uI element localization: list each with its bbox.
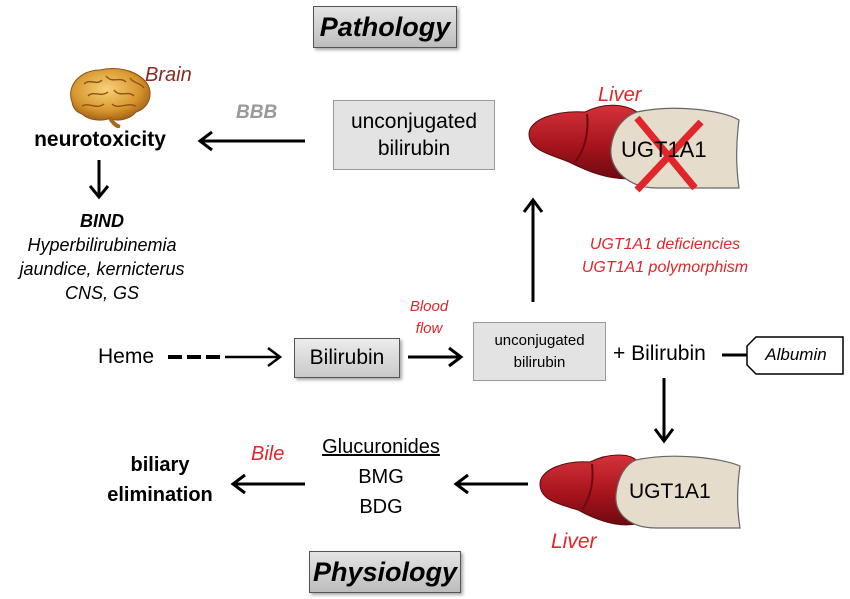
- bilirubin-box: Bilirubin: [294, 338, 400, 378]
- liver-pathology-icon: [528, 104, 740, 193]
- physiology-heading: Physiology: [309, 551, 461, 593]
- enzyme-pathology-label: UGT1A1: [621, 137, 707, 162]
- pathology-unconjugated-box: unconjugated bilirubin: [333, 100, 495, 170]
- polymorphism-label: UGT1A1 polymorphism: [581, 259, 749, 276]
- enzyme-physiology-label: UGT1A1: [629, 480, 711, 503]
- bmg-label: BMG: [358, 466, 404, 488]
- neurotoxicity-label: neurotoxicity: [34, 128, 166, 151]
- bind-item-jaundice: jaundice, kernicterus: [19, 259, 185, 279]
- glucuronides-label: Glucuronides: [322, 436, 440, 458]
- bbb-label: BBB: [236, 102, 278, 123]
- albumin-tag: [746, 336, 844, 375]
- liver-pathology-label: Liver: [598, 84, 642, 106]
- liver-physiology-icon: [539, 454, 741, 529]
- blood-flow-label: Blood flow: [409, 298, 449, 337]
- bind-title: BIND: [80, 211, 124, 231]
- bind-item-cns: CNS, GS: [64, 283, 139, 303]
- bdg-label: BDG: [359, 496, 403, 518]
- brain-label: Brain: [145, 64, 192, 86]
- brain-icon: [70, 68, 151, 128]
- pathology-heading: Pathology: [313, 6, 457, 48]
- albumin-label: Albumin: [765, 345, 827, 364]
- dashed-arrow-heme: [168, 347, 283, 367]
- plus-bilirubin-label: + Bilirubin: [613, 342, 706, 365]
- middle-unconjugated-box: unconjugated bilirubin: [473, 322, 606, 381]
- liver-physiology-label: Liver: [551, 530, 597, 553]
- biliary-elimination-label: biliary elimination: [107, 454, 213, 506]
- bind-item-hyperbilirubinemia: Hyperbilirubinemia: [27, 235, 177, 255]
- deficiencies-label: UGT1A1 deficiencies: [589, 236, 741, 253]
- heme-label: Heme: [98, 345, 155, 368]
- bile-label: Bile: [251, 443, 285, 465]
